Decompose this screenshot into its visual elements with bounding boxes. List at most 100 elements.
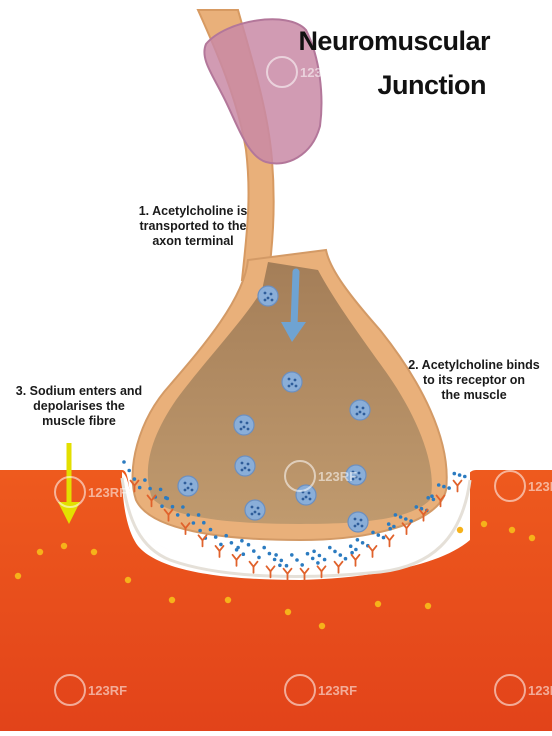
- acetylcholine-molecule: [230, 541, 234, 545]
- title-line-2: Junction: [378, 70, 487, 101]
- acetylcholine-molecule: [268, 552, 272, 556]
- acetylcholine-molecule: [290, 553, 294, 557]
- acetylcholine-molecule: [148, 487, 152, 491]
- acetylcholine-molecule: [354, 548, 358, 552]
- svg-text:123RF: 123RF: [318, 683, 357, 698]
- transport-arrow: [294, 272, 296, 326]
- acetylcholine-molecule: [202, 521, 206, 525]
- acetylcholine-molecule: [280, 559, 284, 563]
- sodium-ion: [425, 603, 431, 609]
- acetylcholine-molecule: [371, 531, 375, 535]
- acetylcholine-molecule: [311, 557, 315, 561]
- receptor: [216, 546, 224, 557]
- sodium-ion: [61, 543, 67, 549]
- acetylcholine-molecule: [133, 477, 137, 481]
- label-step-2-line-2: to its receptor on: [398, 373, 550, 388]
- acetylcholine-molecule: [382, 536, 386, 540]
- acetylcholine-molecule: [295, 558, 299, 562]
- acetylcholine-molecule: [356, 538, 360, 542]
- acetylcholine-molecule: [224, 534, 228, 538]
- watermark: 123RF: [497, 257, 552, 287]
- acetylcholine-molecule: [160, 504, 164, 508]
- sodium-ion: [375, 601, 381, 607]
- receptor: [386, 535, 394, 546]
- label-step-1-line-1: 1. Acetylcholine is: [108, 204, 278, 219]
- acetylcholine-molecule: [432, 498, 436, 502]
- sodium-ion: [319, 623, 325, 629]
- acetylcholine-molecule: [214, 535, 218, 539]
- sodium-ion: [15, 573, 21, 579]
- label-step-3-line-2: depolarises the: [4, 399, 154, 414]
- acetylcholine-molecule: [257, 556, 261, 560]
- receptor: [199, 535, 207, 546]
- sodium-ion: [125, 577, 131, 583]
- acetylcholine-molecule: [181, 505, 185, 509]
- acetylcholine-molecule: [333, 550, 337, 554]
- label-step-3-line-3: muscle fibre: [4, 414, 154, 429]
- sodium-ion: [457, 527, 463, 533]
- sodium-ion: [285, 609, 291, 615]
- watermark: 123RF: [47, 85, 119, 115]
- sodium-ion: [225, 597, 231, 603]
- vesicle: [235, 456, 255, 476]
- acetylcholine-molecule: [312, 550, 316, 554]
- acetylcholine-molecule: [388, 527, 392, 531]
- acetylcholine-molecule: [409, 519, 413, 523]
- svg-text:123RF: 123RF: [88, 683, 127, 698]
- acetylcholine-molecule: [273, 558, 277, 562]
- acetylcholine-molecule: [242, 552, 246, 556]
- acetylcholine-molecule: [176, 513, 180, 517]
- acetylcholine-molecule: [404, 517, 408, 521]
- label-step-2-line-3: the muscle: [398, 388, 550, 403]
- acetylcholine-molecule: [377, 533, 381, 537]
- vesicle: [350, 400, 370, 420]
- acetylcholine-molecule: [344, 557, 348, 561]
- label-step-2-line-1: 2. Acetylcholine binds: [398, 358, 550, 373]
- sodium-ion: [529, 535, 535, 541]
- label-step-1: 1. Acetylcholine is transported to the a…: [108, 204, 278, 249]
- vesicle: [282, 372, 302, 392]
- acetylcholine-molecule: [426, 496, 430, 500]
- acetylcholine-molecule: [209, 528, 213, 532]
- vesicle: [296, 485, 316, 505]
- sodium-ion: [91, 549, 97, 555]
- label-step-2: 2. Acetylcholine binds to its receptor o…: [398, 358, 550, 403]
- acetylcholine-molecule: [442, 485, 446, 489]
- svg-text:123RF: 123RF: [530, 265, 552, 280]
- svg-text:123RF: 123RF: [530, 57, 552, 72]
- watermark: 123RF: [57, 257, 129, 287]
- acetylcholine-molecule: [392, 525, 396, 529]
- acetylcholine-molecule: [399, 515, 403, 519]
- acetylcholine-molecule: [430, 494, 434, 498]
- acetylcholine-molecule: [252, 549, 256, 553]
- label-step-1-line-2: transported to the: [108, 219, 278, 234]
- acetylcholine-molecule: [437, 483, 441, 487]
- vesicle: [234, 415, 254, 435]
- acetylcholine-molecule: [463, 475, 467, 479]
- acetylcholine-molecule: [318, 554, 322, 558]
- label-step-1-line-3: axon terminal: [108, 234, 278, 249]
- vesicle: [348, 512, 368, 532]
- sodium-ion: [37, 549, 43, 555]
- acetylcholine-molecule: [350, 551, 354, 555]
- acetylcholine-molecule: [122, 460, 126, 464]
- acetylcholine-molecule: [316, 561, 320, 565]
- acetylcholine-molecule: [415, 505, 419, 509]
- acetylcholine-molecule: [247, 543, 251, 547]
- svg-text:123RF: 123RF: [90, 265, 129, 280]
- acetylcholine-molecule: [453, 472, 457, 476]
- label-step-3-line-1: 3. Sodium enters and: [4, 384, 154, 399]
- acetylcholine-molecule: [278, 564, 282, 568]
- acetylcholine-molecule: [262, 546, 266, 550]
- acetylcholine-molecule: [274, 553, 278, 557]
- acetylcholine-molecule: [361, 541, 365, 545]
- acetylcholine-molecule: [300, 563, 304, 567]
- acetylcholine-molecule: [323, 558, 327, 562]
- acetylcholine-molecule: [394, 513, 398, 517]
- sodium-ion: [509, 527, 515, 533]
- title-line-1: Neuromuscular: [298, 26, 490, 57]
- svg-text:123RF: 123RF: [318, 469, 357, 484]
- acetylcholine-molecule: [236, 546, 240, 550]
- vesicle: [245, 500, 265, 520]
- vesicle: [178, 476, 198, 496]
